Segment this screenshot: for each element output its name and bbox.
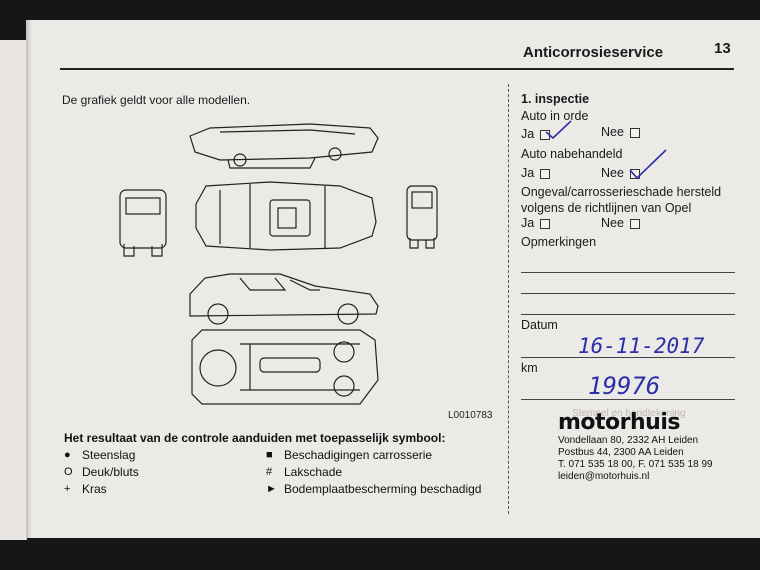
remarks-label: Opmerkingen [521, 235, 597, 249]
legend-item-carrosserie: ■ Beschadigingen carrosserie [266, 448, 432, 462]
stamp-brand: motorhuis [558, 410, 680, 435]
checkbox-yes[interactable] [540, 168, 551, 179]
date-label: Datum [521, 318, 558, 332]
legend-label: Beschadigingen carrosserie [284, 448, 433, 462]
q2-no[interactable]: Nee [601, 166, 640, 180]
checkbox-no[interactable] [629, 127, 640, 138]
km-value[interactable]: 19976 [588, 372, 661, 400]
yes-label: Ja [521, 166, 535, 180]
header-rule [60, 68, 734, 70]
hash-icon: # [266, 466, 273, 478]
rear-view-diagram [406, 185, 438, 249]
no-label: Nee [601, 166, 624, 180]
q3-no[interactable]: Nee [601, 216, 640, 230]
car-diagrams [119, 123, 379, 405]
dot-icon: ● [64, 449, 71, 461]
yes-label: Ja [521, 127, 535, 141]
remarks-line-3[interactable] [521, 314, 735, 315]
q2-label: Auto nabehandeld [521, 147, 623, 161]
date-value[interactable]: 16-11-2017 [578, 334, 705, 358]
inspection-title: 1. inspectie [521, 92, 590, 106]
checkbox-no[interactable] [629, 168, 640, 179]
checkmark-icon [545, 120, 572, 140]
no-label: Nee [601, 125, 624, 139]
legend-label: Bodemplaatbescherming beschadigd [284, 482, 482, 496]
checkbox-yes[interactable] [540, 218, 551, 229]
booklet-page [26, 20, 760, 538]
stamp-email: leiden@motorhuis.nl [558, 471, 650, 482]
q3-yes[interactable]: Ja [521, 216, 551, 230]
date-line [521, 357, 735, 358]
legend-label: Kras [82, 482, 107, 496]
dealer-stamp: motorhuis Vondellaan 80, 2332 AH Leiden … [558, 410, 713, 483]
triangle-right-icon: ► [266, 483, 277, 495]
legend-label: Deuk/bluts [82, 465, 139, 479]
left-page-edge [0, 40, 27, 540]
q1-no[interactable]: Nee [601, 125, 640, 139]
legend-item-bodemplaat: ► Bodemplaatbescherming beschadigd [266, 482, 481, 496]
q2-yes[interactable]: Ja [521, 166, 551, 180]
stamp-phone: T. 071 535 18 00, F. 071 535 18 99 [558, 459, 713, 470]
q1-yes[interactable]: Ja [521, 127, 551, 141]
remarks-line-1[interactable] [521, 272, 735, 273]
checkbox-no[interactable] [629, 218, 640, 229]
remarks-line-2[interactable] [521, 293, 735, 294]
intro-text: De grafiek geldt voor alle modellen. [62, 93, 251, 107]
legend-label: Steenslag [82, 448, 136, 462]
no-label: Nee [601, 216, 624, 230]
legend-item-deuk: O Deuk/bluts [64, 465, 139, 479]
stamp-address: Vondellaan 80, 2332 AH Leiden [558, 435, 699, 446]
legend-title: Het resultaat van de controle aanduiden … [64, 431, 446, 445]
yes-label: Ja [521, 216, 535, 230]
stamp-label: Stempel en handtekening [572, 408, 686, 419]
column-divider [508, 84, 510, 514]
circle-icon: O [64, 466, 73, 478]
legend-label: Lakschade [284, 465, 343, 479]
checkmark-icon [629, 149, 667, 180]
diagram-code: L0010783 [448, 410, 493, 421]
stamp-postbus: Postbus 44, 2300 AA Leiden [558, 447, 684, 458]
km-line [521, 399, 735, 400]
legend-item-steenslag: ● Steenslag [64, 448, 135, 462]
page-number: 13 [714, 40, 731, 57]
page-header-title: Anticorrosieservice [523, 44, 664, 61]
page-shadow [26, 20, 32, 538]
q1-label: Auto in orde [521, 109, 589, 123]
legend-item-lakschade: # Lakschade [266, 465, 342, 479]
q3-label: Ongeval/carrosserieschade hersteld volge… [521, 185, 722, 215]
km-label: km [521, 361, 538, 375]
legend-item-kras: + Kras [64, 482, 107, 496]
square-icon: ■ [266, 449, 273, 461]
plus-icon: + [64, 483, 71, 495]
